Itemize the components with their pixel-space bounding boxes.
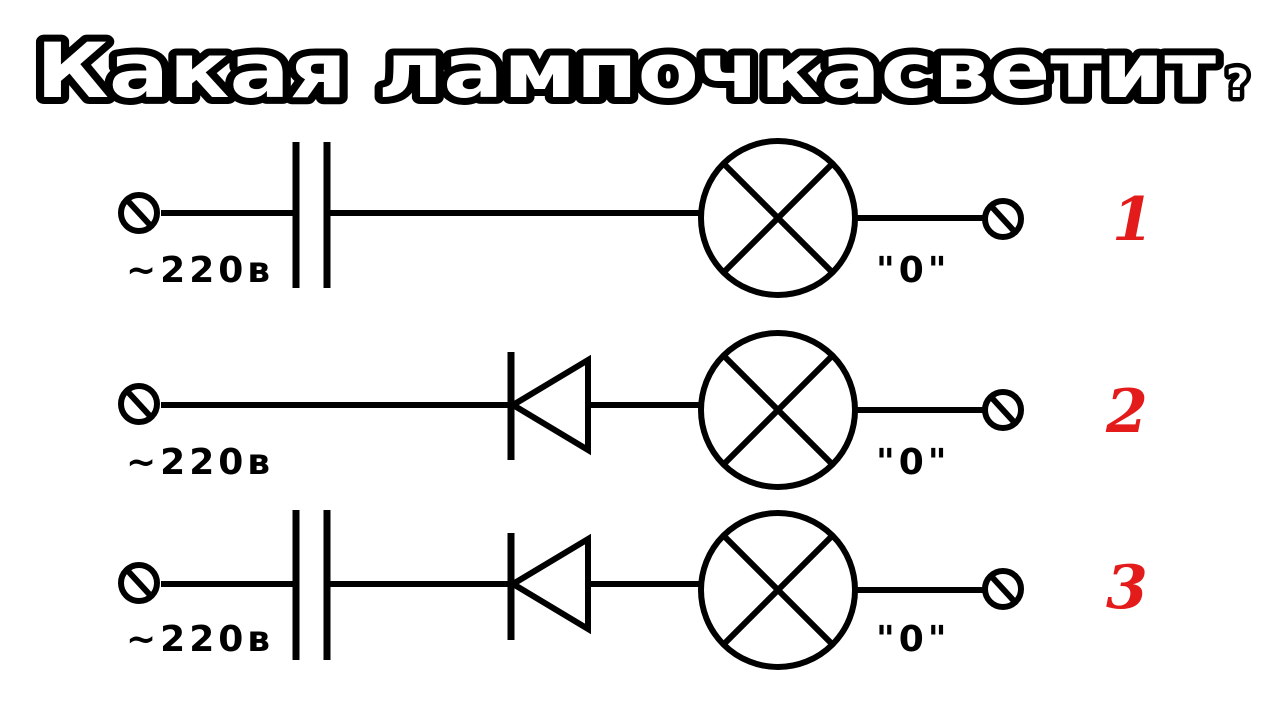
circuit-number: 1 [1112, 185, 1154, 255]
diode-symbol [507, 533, 591, 640]
title-banner: Какая лампочкасветит ? [29, 19, 1254, 122]
source-label: ~220в [126, 250, 274, 291]
ground-terminal [982, 389, 1024, 431]
title-text: Какая лампочкасветит [36, 26, 1216, 115]
ground-terminal [982, 198, 1024, 240]
circuit-number: 2 [1105, 377, 1148, 447]
circuit-3: ~220в "0" 3 [118, 510, 1148, 670]
source-terminal [118, 192, 160, 234]
title-question-mark: ? [1226, 61, 1249, 107]
source-label: ~220в [126, 619, 274, 660]
diode-symbol [507, 352, 591, 460]
ground-terminal [982, 568, 1024, 610]
lamp-symbol [698, 510, 858, 670]
capacitor-symbol [292, 510, 331, 660]
circuit-number: 3 [1106, 553, 1148, 623]
capacitor-symbol [292, 142, 331, 288]
lamp-symbol [698, 330, 858, 490]
circuit-1: ~220в "0" 1 [118, 138, 1154, 298]
circuit-2: ~220в "0" 2 [118, 330, 1148, 490]
ground-label: "0" [876, 442, 951, 483]
lamp-symbol [698, 138, 858, 298]
source-terminal [118, 562, 160, 604]
source-terminal [118, 383, 160, 425]
ground-label: "0" [876, 250, 951, 291]
source-label: ~220в [126, 442, 274, 483]
ground-label: "0" [876, 619, 951, 660]
